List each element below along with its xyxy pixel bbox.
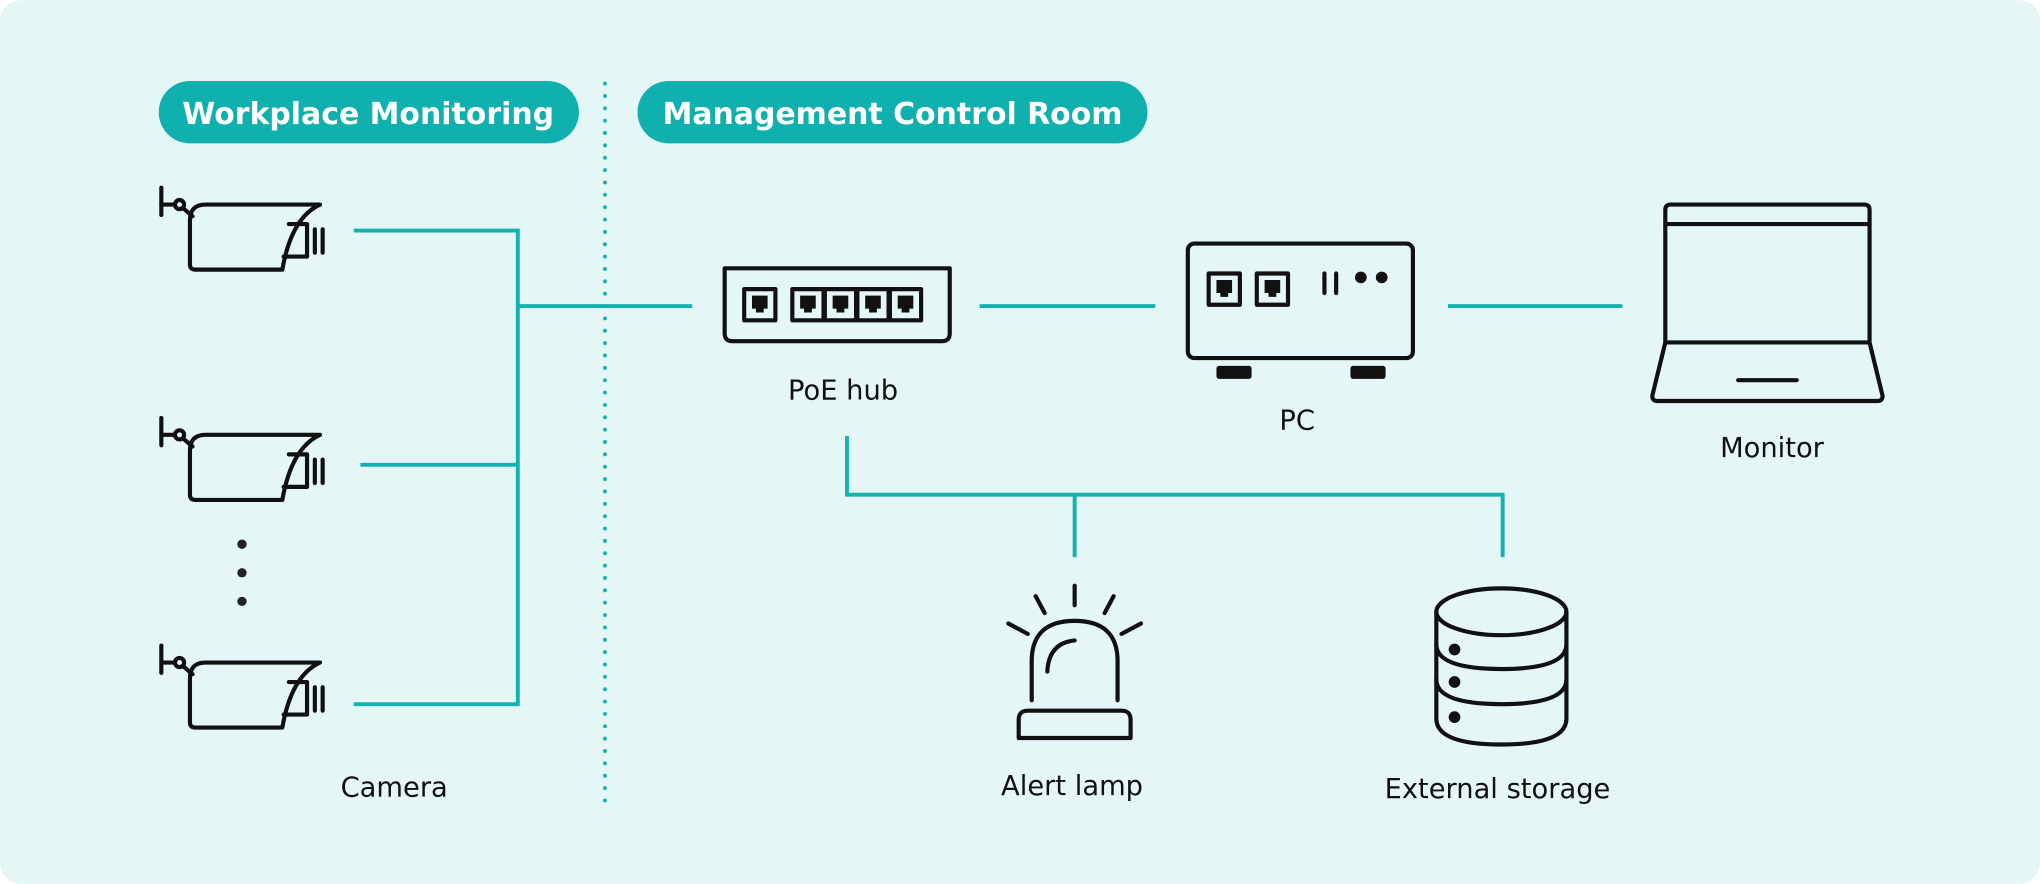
database-icon	[1434, 586, 1569, 747]
poe-hub-icon	[722, 266, 952, 344]
external-storage-label: External storage	[1385, 774, 1611, 805]
camera-label: Camera	[341, 773, 448, 804]
pc-icon	[1185, 241, 1415, 379]
section-title-workplace: Workplace Monitoring	[182, 97, 554, 132]
section-pill-workplace: Workplace Monitoring	[158, 80, 579, 144]
alert-lamp-icon	[1006, 583, 1144, 741]
section-title-control-room: Management Control Room	[663, 97, 1123, 132]
section-pill-control-room: Management Control Room	[637, 80, 1148, 144]
monitor-icon	[1650, 202, 1885, 404]
monitor-label: Monitor	[1720, 433, 1825, 464]
pc-label: PC	[1279, 406, 1315, 437]
poe-hub-label: PoE hub	[788, 376, 898, 407]
ellipsis-dots-icon	[237, 539, 247, 607]
connection-lines	[353, 228, 1623, 707]
alert-lamp-label: Alert lamp	[1001, 771, 1143, 802]
